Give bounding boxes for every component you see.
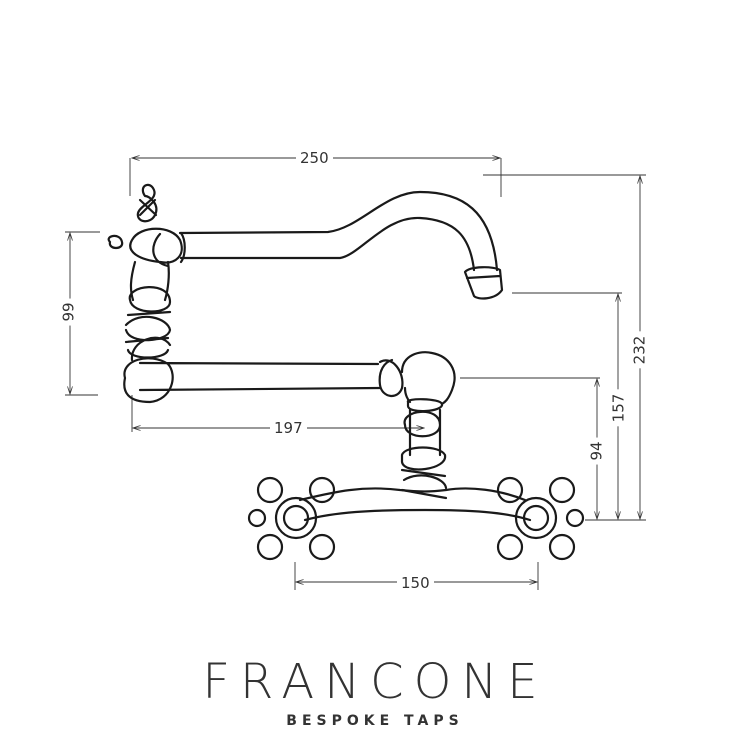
dim-label-157: 157: [609, 389, 627, 427]
column: [124, 260, 172, 362]
tap-body: [298, 487, 532, 522]
lower-arm: [123, 357, 382, 404]
left-cross-handle: [247, 476, 336, 561]
right-cross-handle: [496, 476, 585, 561]
dim-label-99: 99: [60, 298, 78, 326]
spout-aerator: [463, 266, 504, 300]
dim-label-250: 250: [296, 150, 333, 166]
swivel-ball: [400, 351, 456, 406]
tap-outline: [107, 183, 585, 561]
brand-logo: FRANCONE BESPOKE TAPS: [0, 655, 750, 729]
top-handle: [136, 183, 158, 223]
dim-label-94: 94: [588, 437, 606, 465]
dim-label-197: 197: [270, 420, 307, 436]
brand-tagline: BESPOKE TAPS: [286, 713, 464, 729]
dim-label-150: 150: [397, 575, 434, 591]
dimension-lines: [65, 158, 646, 590]
dim-label-232: 232: [630, 331, 648, 369]
vertical-pipe: [400, 398, 448, 500]
spout: [178, 190, 499, 272]
brand-name: FRANCONE: [202, 654, 548, 710]
